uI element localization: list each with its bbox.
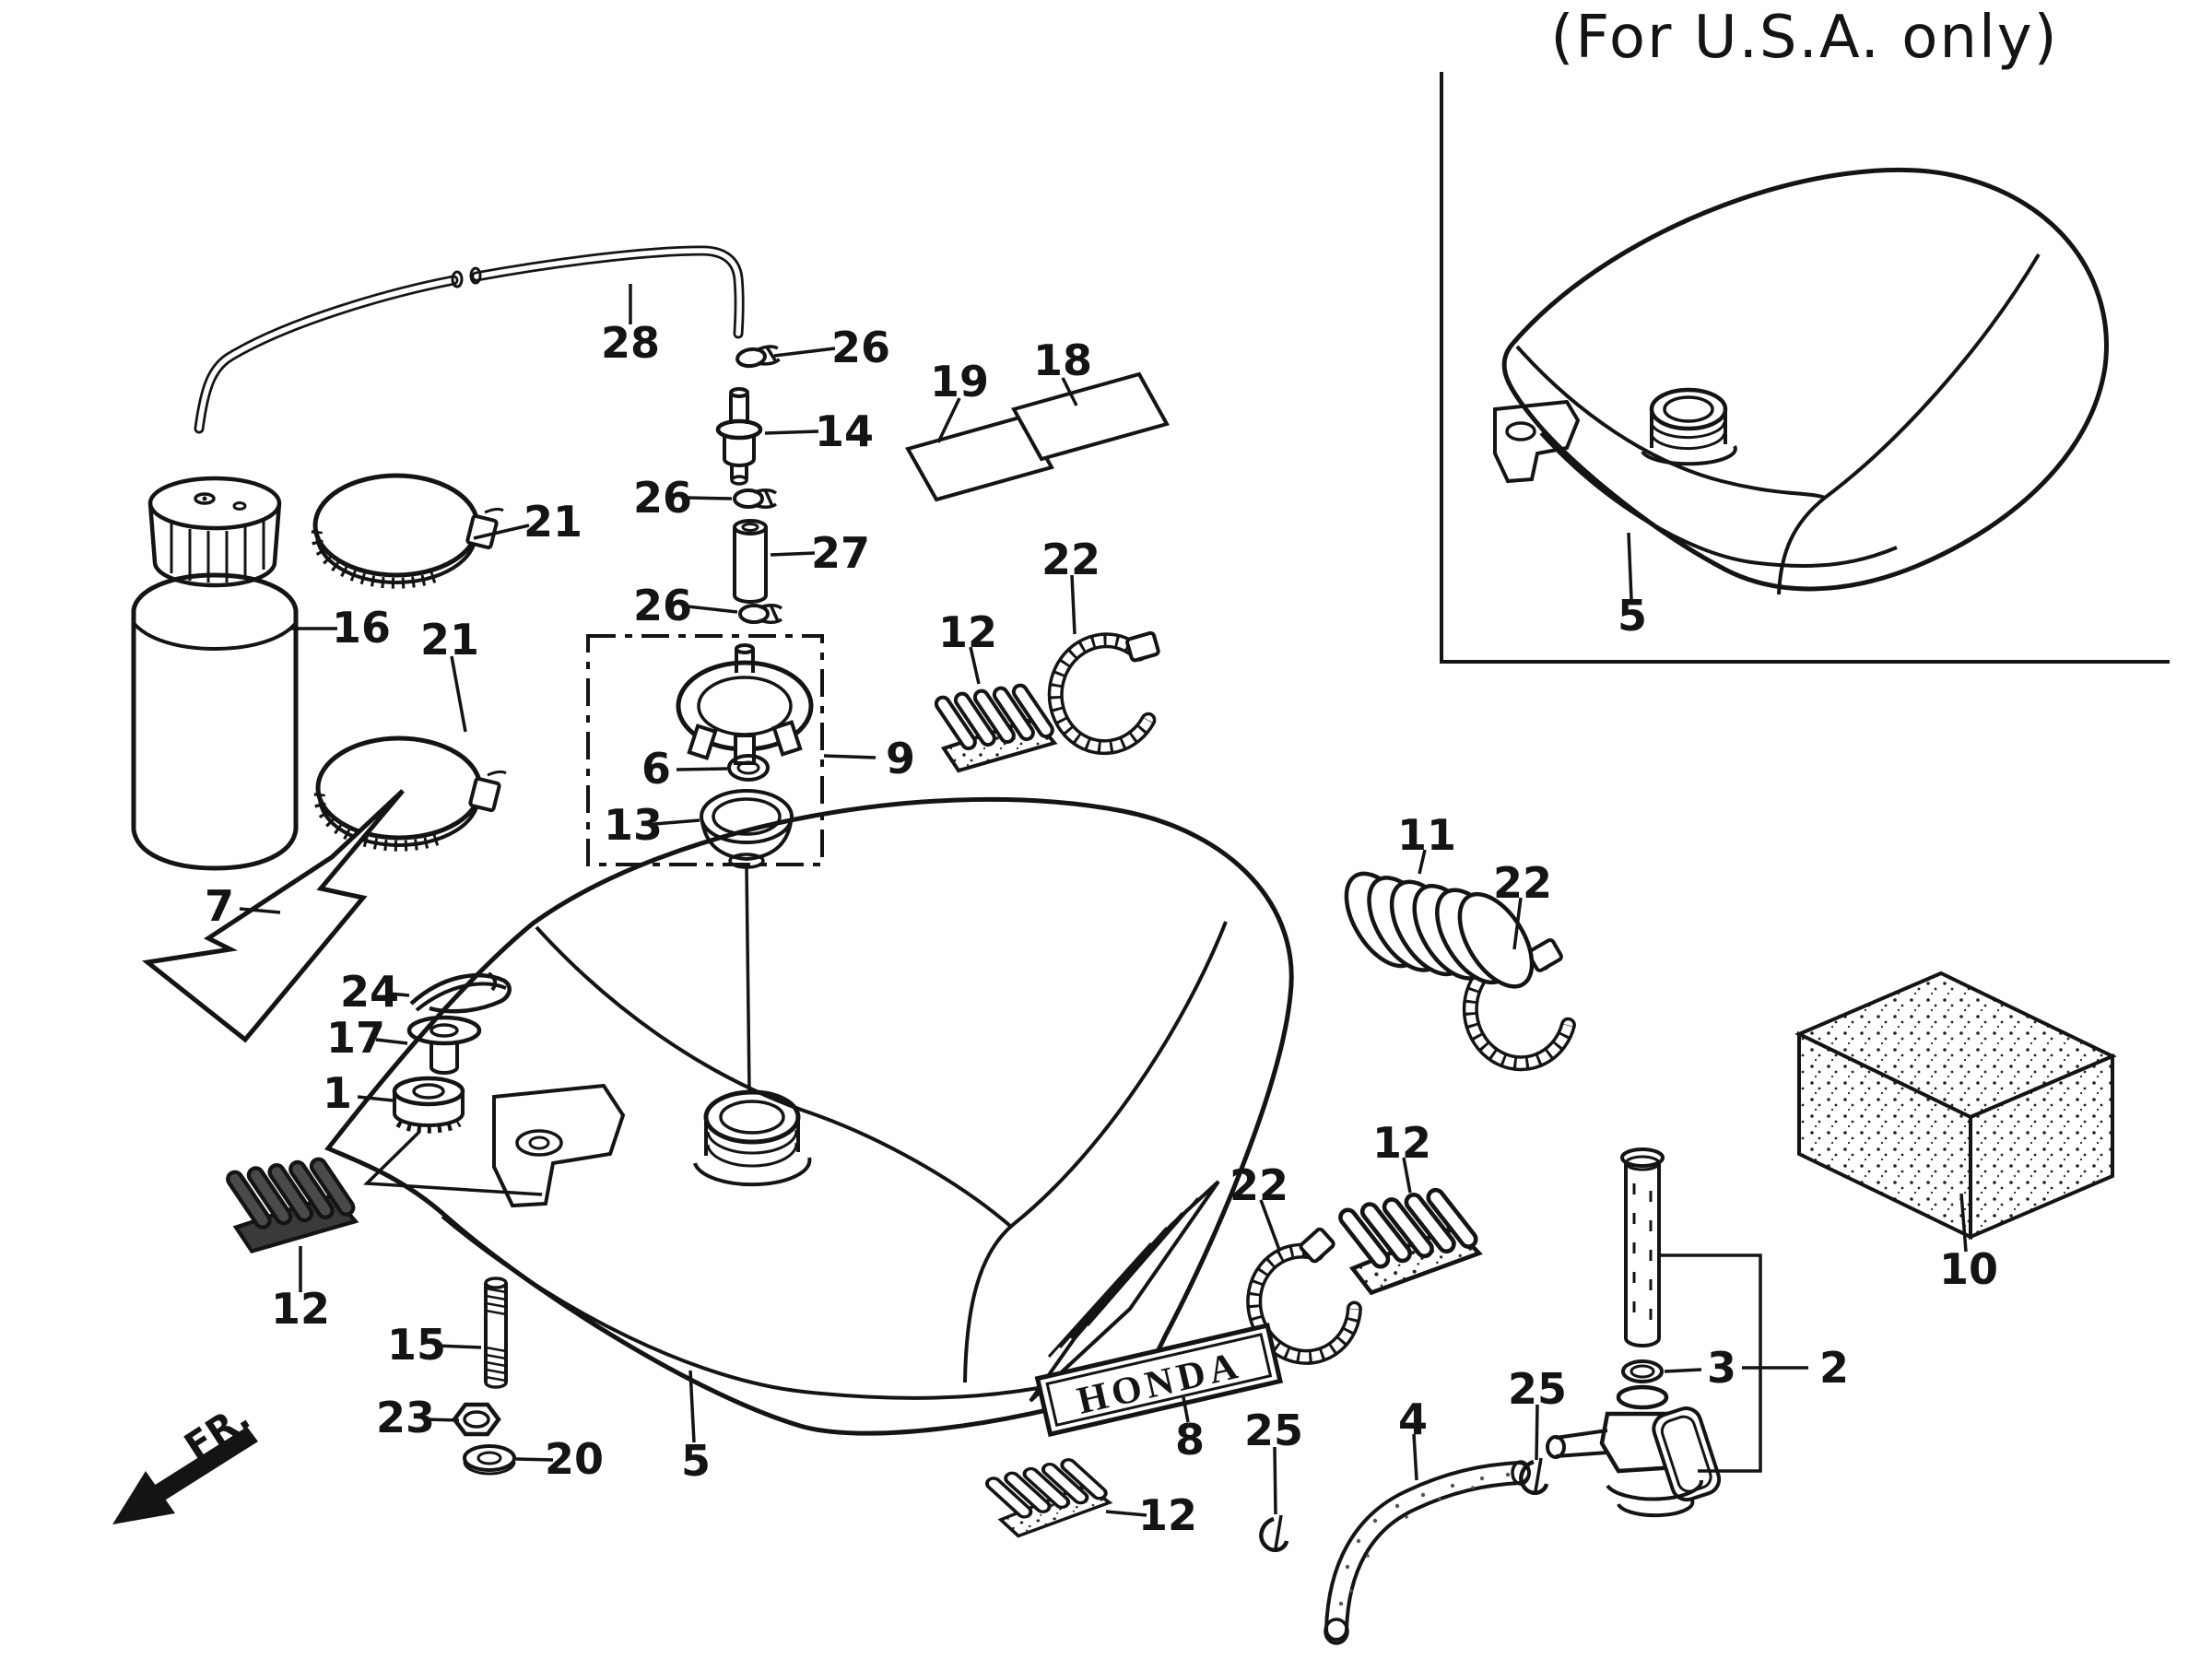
callout-6: 6 bbox=[641, 744, 671, 794]
cushion-pad-12-bottom bbox=[980, 1452, 1116, 1541]
fuel-cap-9 bbox=[676, 643, 814, 765]
callout-21-upper: 21 bbox=[524, 497, 582, 547]
tank-band-21-upper bbox=[315, 476, 503, 583]
callout-12-left: 12 bbox=[271, 1284, 330, 1334]
callout-10: 10 bbox=[1939, 1244, 1998, 1294]
o-ring-3 bbox=[1621, 1359, 1664, 1383]
callout-23: 23 bbox=[376, 1393, 435, 1442]
callout-15: 15 bbox=[387, 1320, 446, 1370]
callout-5-inset: 5 bbox=[1618, 591, 1647, 641]
arrowhead bbox=[112, 1471, 175, 1524]
callout-26-mid: 26 bbox=[633, 473, 692, 523]
fuel-cock-assembly bbox=[1546, 1147, 1762, 1518]
joint-tube-27 bbox=[733, 519, 768, 604]
callout-19: 19 bbox=[930, 357, 989, 406]
callout-26-low: 26 bbox=[633, 581, 692, 630]
callout-4: 4 bbox=[1398, 1394, 1428, 1444]
cushion-pad-12-left bbox=[225, 1157, 356, 1252]
tube-clamp-26-top bbox=[734, 342, 782, 371]
tank-mount-bracket bbox=[492, 1083, 626, 1208]
drain-tube-4 bbox=[1324, 1460, 1531, 1645]
inset-fuel-tank bbox=[1493, 167, 2109, 595]
packing-box-10 bbox=[1794, 971, 2117, 1241]
callout-12-right: 12 bbox=[1372, 1118, 1431, 1168]
callout-22-mid: 22 bbox=[1230, 1160, 1288, 1210]
callout-14: 14 bbox=[815, 406, 874, 456]
callout-25-right: 25 bbox=[1508, 1364, 1567, 1414]
cap-gasket-6 bbox=[727, 754, 770, 782]
grommet-position-leader bbox=[362, 1130, 543, 1196]
callout-1: 1 bbox=[323, 1068, 352, 1118]
setting-plate-7 bbox=[141, 789, 405, 1043]
tank-band-21-lower bbox=[318, 738, 506, 846]
callout-25-left: 25 bbox=[1244, 1406, 1303, 1455]
fuel-strainer bbox=[1620, 1147, 1665, 1347]
washer-20 bbox=[463, 1444, 516, 1476]
cock-bracket-leader bbox=[1659, 1253, 1762, 1473]
inset-mount-bracket bbox=[1493, 399, 1581, 484]
callout-12-top: 12 bbox=[938, 607, 997, 657]
pin-clip-24 bbox=[409, 971, 512, 1014]
callout-24: 24 bbox=[340, 967, 399, 1017]
callout-7: 7 bbox=[205, 881, 234, 931]
breather-tube-28 bbox=[194, 245, 745, 434]
callout-16: 16 bbox=[332, 603, 391, 653]
tube-joint-14 bbox=[715, 387, 763, 486]
fr-direction-arrow: FR. bbox=[112, 1395, 258, 1524]
stud-bolt-15 bbox=[484, 1277, 508, 1389]
tube-clamp-26-mid bbox=[733, 488, 778, 510]
callout-18: 18 bbox=[1033, 335, 1092, 385]
callout-22-top: 22 bbox=[1041, 535, 1100, 584]
fuel-cock-body bbox=[1546, 1384, 1722, 1518]
filler-neck bbox=[693, 1089, 812, 1187]
hex-nut-23 bbox=[452, 1402, 501, 1437]
usa-inset: (For U.S.A. only) bbox=[1440, 4, 2170, 664]
inset-border bbox=[1440, 72, 2170, 664]
cushion-pad-12-top bbox=[932, 680, 1057, 772]
callout-28: 28 bbox=[601, 318, 660, 368]
tube-clamp-26-low bbox=[738, 603, 783, 625]
callout-labels: 28 26 14 19 18 26 27 21 26 16 21 12 22 9… bbox=[205, 318, 1998, 1540]
label-sticker-18 bbox=[1011, 371, 1170, 462]
inset-title: (For U.S.A. only) bbox=[1550, 4, 2058, 72]
callout-2: 2 bbox=[1819, 1343, 1849, 1393]
cap-assembly-box bbox=[586, 634, 824, 866]
callout-12-bottom: 12 bbox=[1138, 1490, 1197, 1540]
callout-22-right: 22 bbox=[1493, 858, 1552, 908]
callout-27: 27 bbox=[811, 528, 870, 578]
callout-5-main: 5 bbox=[681, 1436, 711, 1486]
callout-11: 11 bbox=[1397, 810, 1456, 860]
main-fuel-tank bbox=[324, 796, 1294, 1436]
reserve-bottle-16 bbox=[131, 476, 299, 871]
callout-8: 8 bbox=[1175, 1415, 1205, 1465]
inset-filler-neck bbox=[1641, 387, 1737, 466]
tube-clip-25-left bbox=[1261, 1515, 1287, 1550]
cushion-pad-12-right bbox=[1336, 1184, 1482, 1295]
fuel-cap-assembly bbox=[586, 634, 824, 1092]
callout-3: 3 bbox=[1707, 1343, 1736, 1393]
callout-26-top: 26 bbox=[831, 323, 890, 372]
grommet-1 bbox=[362, 1076, 543, 1196]
callout-20: 20 bbox=[545, 1434, 604, 1484]
tube-band-22-top bbox=[1049, 620, 1162, 754]
label-sticker-19 bbox=[905, 414, 1054, 502]
connecting-tube-11 bbox=[1344, 871, 1535, 989]
filter-to-neck-leader bbox=[745, 866, 751, 1092]
callout-13: 13 bbox=[604, 800, 663, 850]
callout-21-lower: 21 bbox=[420, 615, 479, 665]
callout-9: 9 bbox=[886, 734, 915, 783]
leader-lines bbox=[239, 284, 1968, 1517]
rubber-mount-17 bbox=[406, 1015, 482, 1075]
honda-emblem-8: HONDA bbox=[1029, 1180, 1284, 1438]
callout-17: 17 bbox=[326, 1013, 385, 1063]
